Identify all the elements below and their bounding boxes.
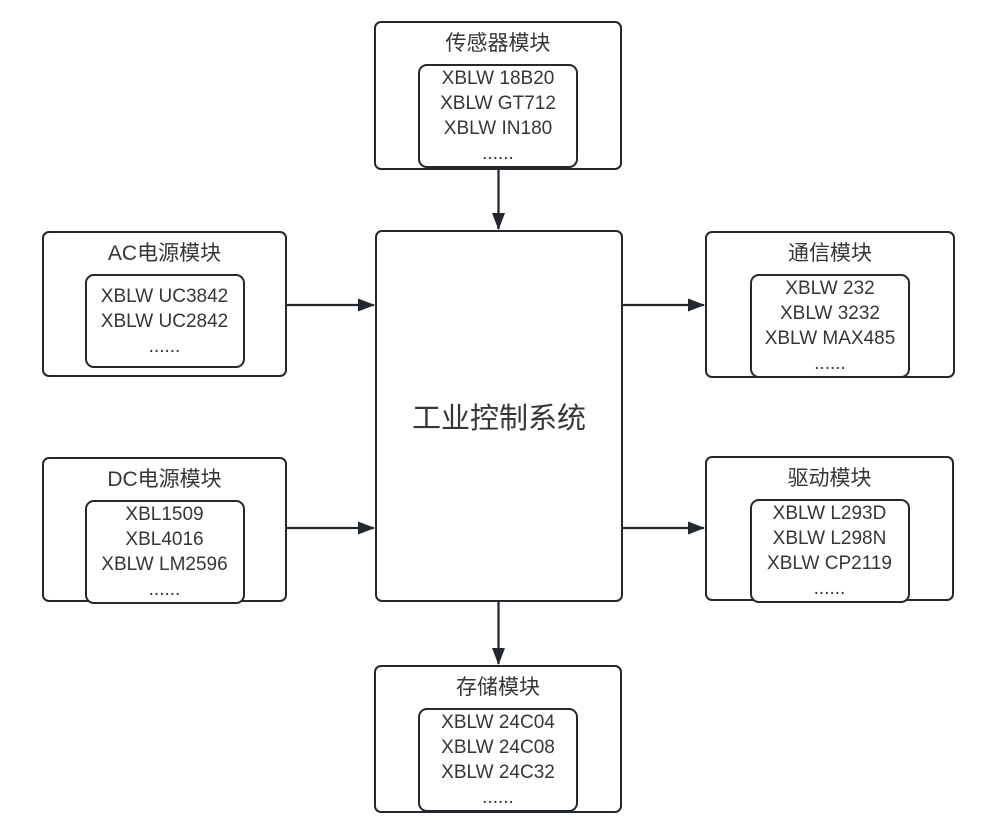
part-number: XBLW 3232 xyxy=(780,303,880,324)
part-number: XBL4016 xyxy=(125,529,204,550)
part-number: XBL1509 xyxy=(125,504,204,525)
part-number: XBLW 18B20 xyxy=(441,68,555,89)
module-dc-power-title: DC电源模块 xyxy=(107,468,222,491)
part-number: XBLW 232 xyxy=(785,278,875,299)
module-ac-power-parts-box: XBLW UC3842 XBLW UC2842 ...... xyxy=(84,274,245,368)
ellipsis-row: ...... xyxy=(148,335,181,357)
module-storage-parts-box: XBLW 24C04 XBLW 24C08 XBLW 24C32 ...... xyxy=(418,708,578,812)
module-ac-power-title: AC电源模块 xyxy=(107,242,222,265)
part-number: XBLW L293D xyxy=(772,503,887,524)
central-system-block: 工业控制系统 xyxy=(375,230,623,602)
module-communication-title: 通信模块 xyxy=(788,242,872,265)
module-drive: 驱动模块 XBLW L293D XBLW L298N XBLW CP2119 .… xyxy=(705,456,954,603)
module-drive-title: 驱动模块 xyxy=(787,467,872,490)
module-ac-power: AC电源模块 XBLW UC3842 XBLW UC2842 ...... xyxy=(42,231,287,377)
part-number: XBLW UC3842 xyxy=(100,285,229,307)
module-sensor-parts-box: XBLW 18B20 XBLW GT712 XBLW IN180 ...... xyxy=(418,64,578,168)
module-communication-parts-box: XBLW 232 XBLW 3232 XBLW MAX485 ...... xyxy=(750,274,910,378)
part-number: XBLW MAX485 xyxy=(764,328,896,349)
part-number: XBLW UC2842 xyxy=(100,310,229,332)
module-dc-power-parts-box: XBL1509 XBL4016 XBLW LM2596 ...... xyxy=(84,500,245,604)
ellipsis-row: ...... xyxy=(148,579,181,600)
module-communication: 通信模块 XBLW 232 XBLW 3232 XBLW MAX485 ....… xyxy=(705,231,955,378)
part-number: XBLW IN180 xyxy=(443,118,553,139)
part-number: XBLW LM2596 xyxy=(101,554,228,575)
part-number: XBLW 24C32 xyxy=(441,762,555,783)
module-sensor-title: 传感器模块 xyxy=(445,32,551,55)
module-storage-title: 存储模块 xyxy=(456,676,540,699)
ellipsis-row: ...... xyxy=(813,578,846,599)
central-system-title: 工业控制系统 xyxy=(411,403,586,435)
module-drive-parts-box: XBLW L293D XBLW L298N XBLW CP2119 ...... xyxy=(749,499,910,603)
part-number: XBLW CP2119 xyxy=(767,553,892,574)
part-number: XBLW 24C04 xyxy=(441,712,555,733)
part-number: XBLW GT712 xyxy=(440,93,556,114)
ellipsis-row: ...... xyxy=(482,787,514,808)
ellipsis-row: ...... xyxy=(482,143,514,164)
part-number: XBLW L298N xyxy=(772,528,887,549)
module-dc-power: DC电源模块 XBL1509 XBL4016 XBLW LM2596 .....… xyxy=(42,457,287,604)
part-number: XBLW 24C08 xyxy=(441,737,555,758)
module-sensor: 传感器模块 XBLW 18B20 XBLW GT712 XBLW IN180 .… xyxy=(374,21,622,170)
module-storage: 存储模块 XBLW 24C04 XBLW 24C08 XBLW 24C32 ..… xyxy=(374,665,622,813)
ellipsis-row: ...... xyxy=(814,353,846,374)
